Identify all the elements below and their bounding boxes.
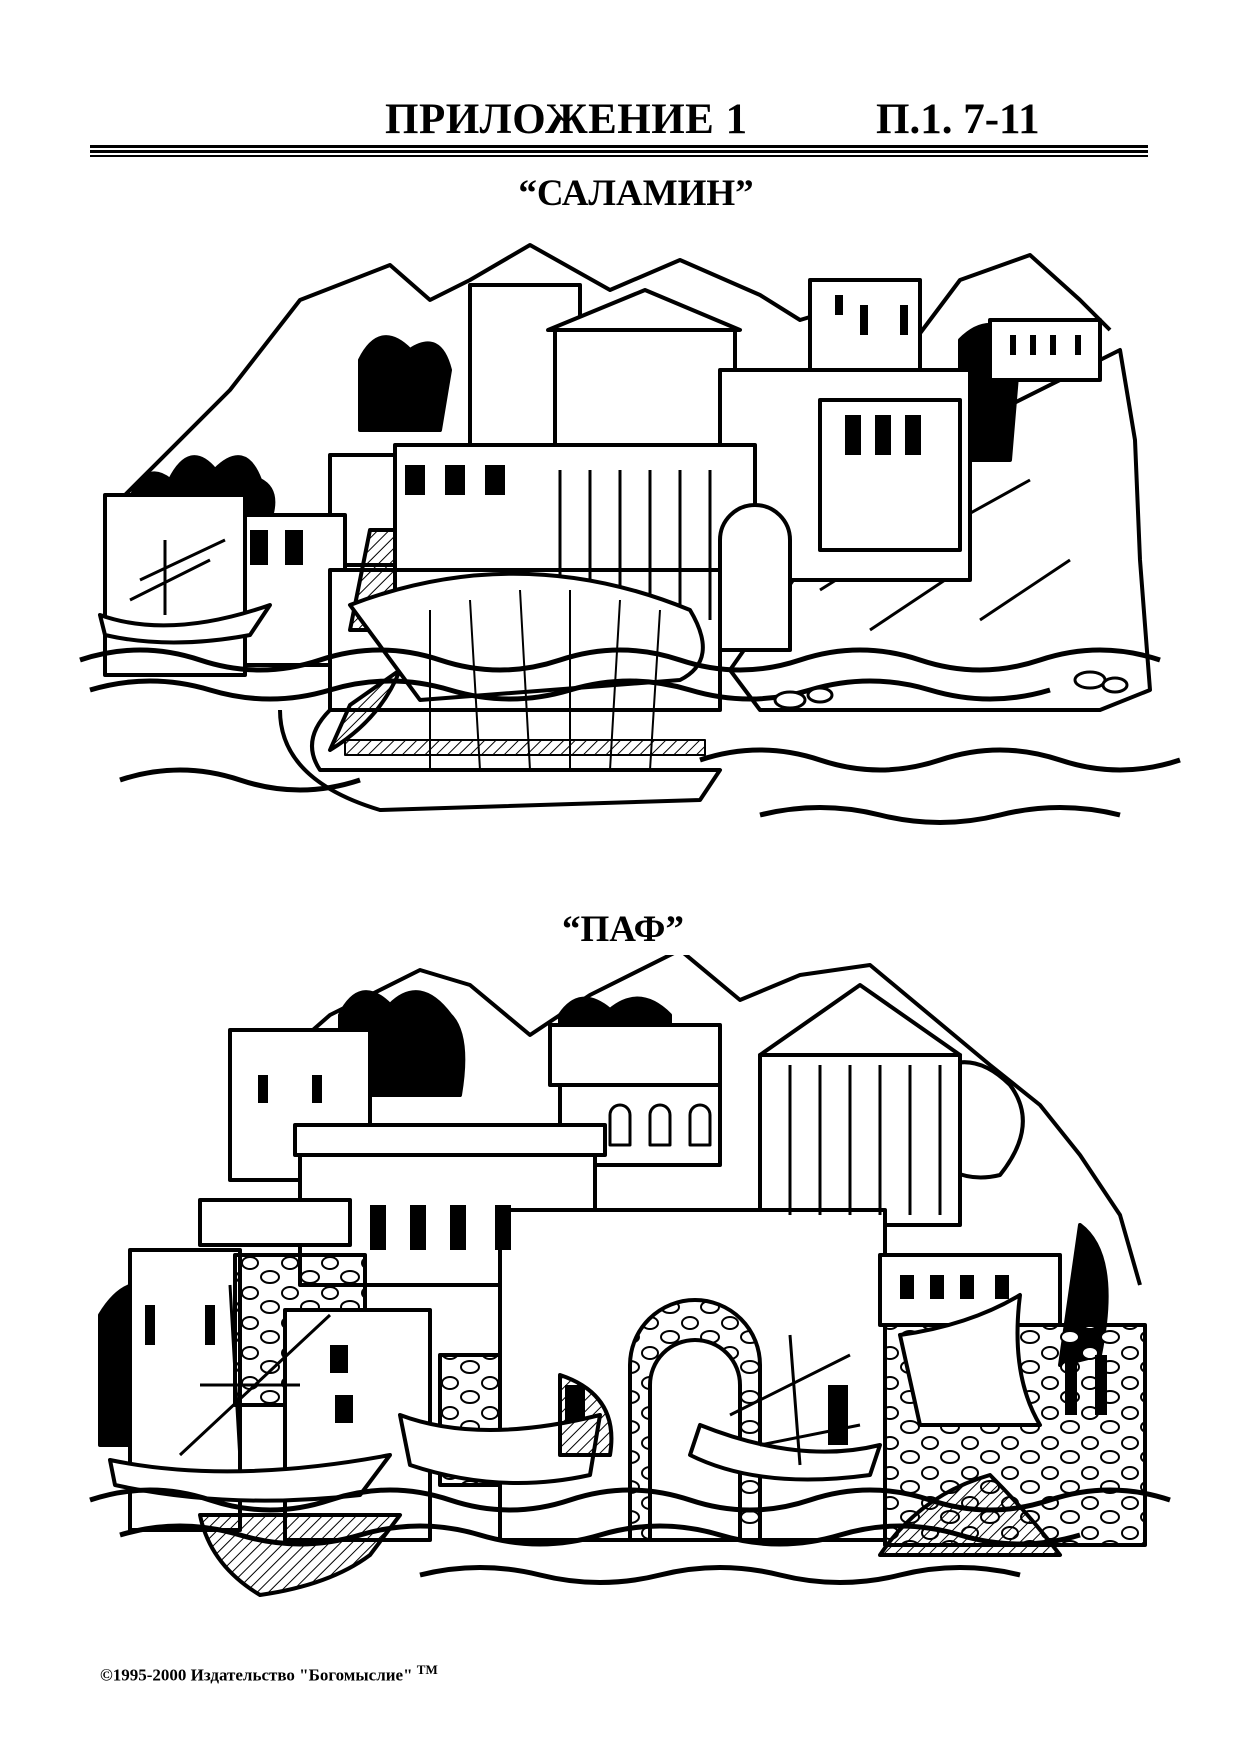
mountain-range	[118, 243, 1112, 502]
large-ship	[278, 708, 722, 812]
page-title: ПРИЛОЖЕНИЕ 1	[385, 96, 748, 143]
small-ship	[98, 603, 272, 645]
page-code: П.1. 7-11	[876, 96, 1040, 143]
mountain-range	[248, 955, 1142, 1286]
page-header: ПРИЛОЖЕНИЕ 1 П.1. 7-11	[0, 95, 1240, 145]
boat-left	[108, 1453, 392, 1503]
copyright-text: ©1995-2000 Издательство "Богомыслие"	[100, 1665, 413, 1685]
salamis-illustration	[79, 243, 1181, 825]
footer-copyright: ©1995-2000 Издательство "Богомыслие" TM	[100, 1662, 438, 1686]
caption-paphos: “ПАФ”	[562, 909, 684, 950]
header-rule	[90, 145, 1148, 159]
caption-salamis: “САЛАМИН”	[518, 173, 754, 214]
sail-right	[898, 1293, 1042, 1427]
trademark: TM	[416, 1662, 438, 1677]
boat-right	[688, 1423, 882, 1482]
boat-hatched	[198, 1513, 402, 1597]
paphos-illustration	[89, 955, 1171, 1597]
water-waves	[89, 1487, 1171, 1585]
water-waves	[79, 647, 1181, 825]
